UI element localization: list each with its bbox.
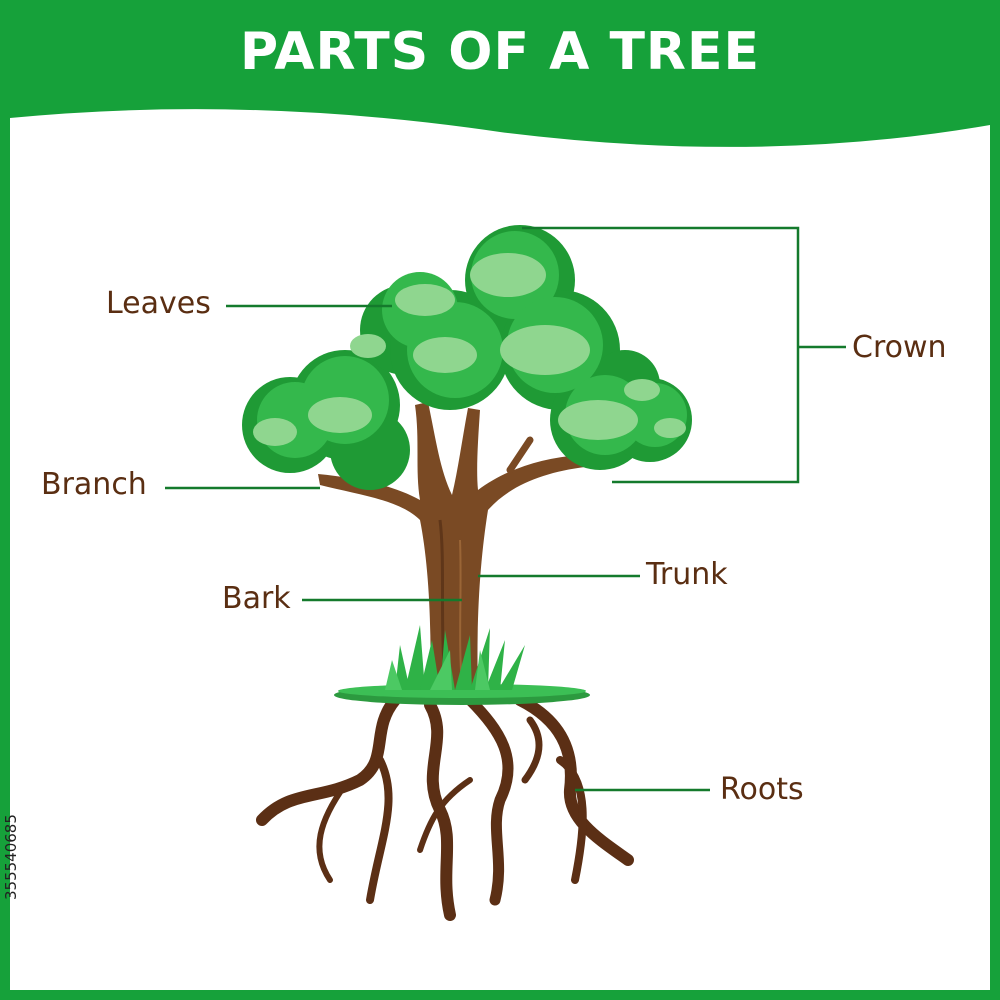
label-roots: Roots <box>720 772 804 807</box>
crown-graphic <box>242 225 692 490</box>
crown-bracket <box>522 226 800 484</box>
label-trunk: Trunk <box>646 557 728 592</box>
label-leaves: Leaves <box>106 286 211 321</box>
label-bark: Bark <box>222 581 291 616</box>
leader-lines <box>165 226 846 792</box>
stock-id-text: 355540685 <box>2 814 20 900</box>
page-title: PARTS OF A TREE <box>239 22 761 82</box>
roots-graphic <box>256 694 634 921</box>
label-crown: Crown <box>852 330 947 365</box>
label-branch: Branch <box>41 467 147 502</box>
grass-graphic <box>385 625 525 690</box>
